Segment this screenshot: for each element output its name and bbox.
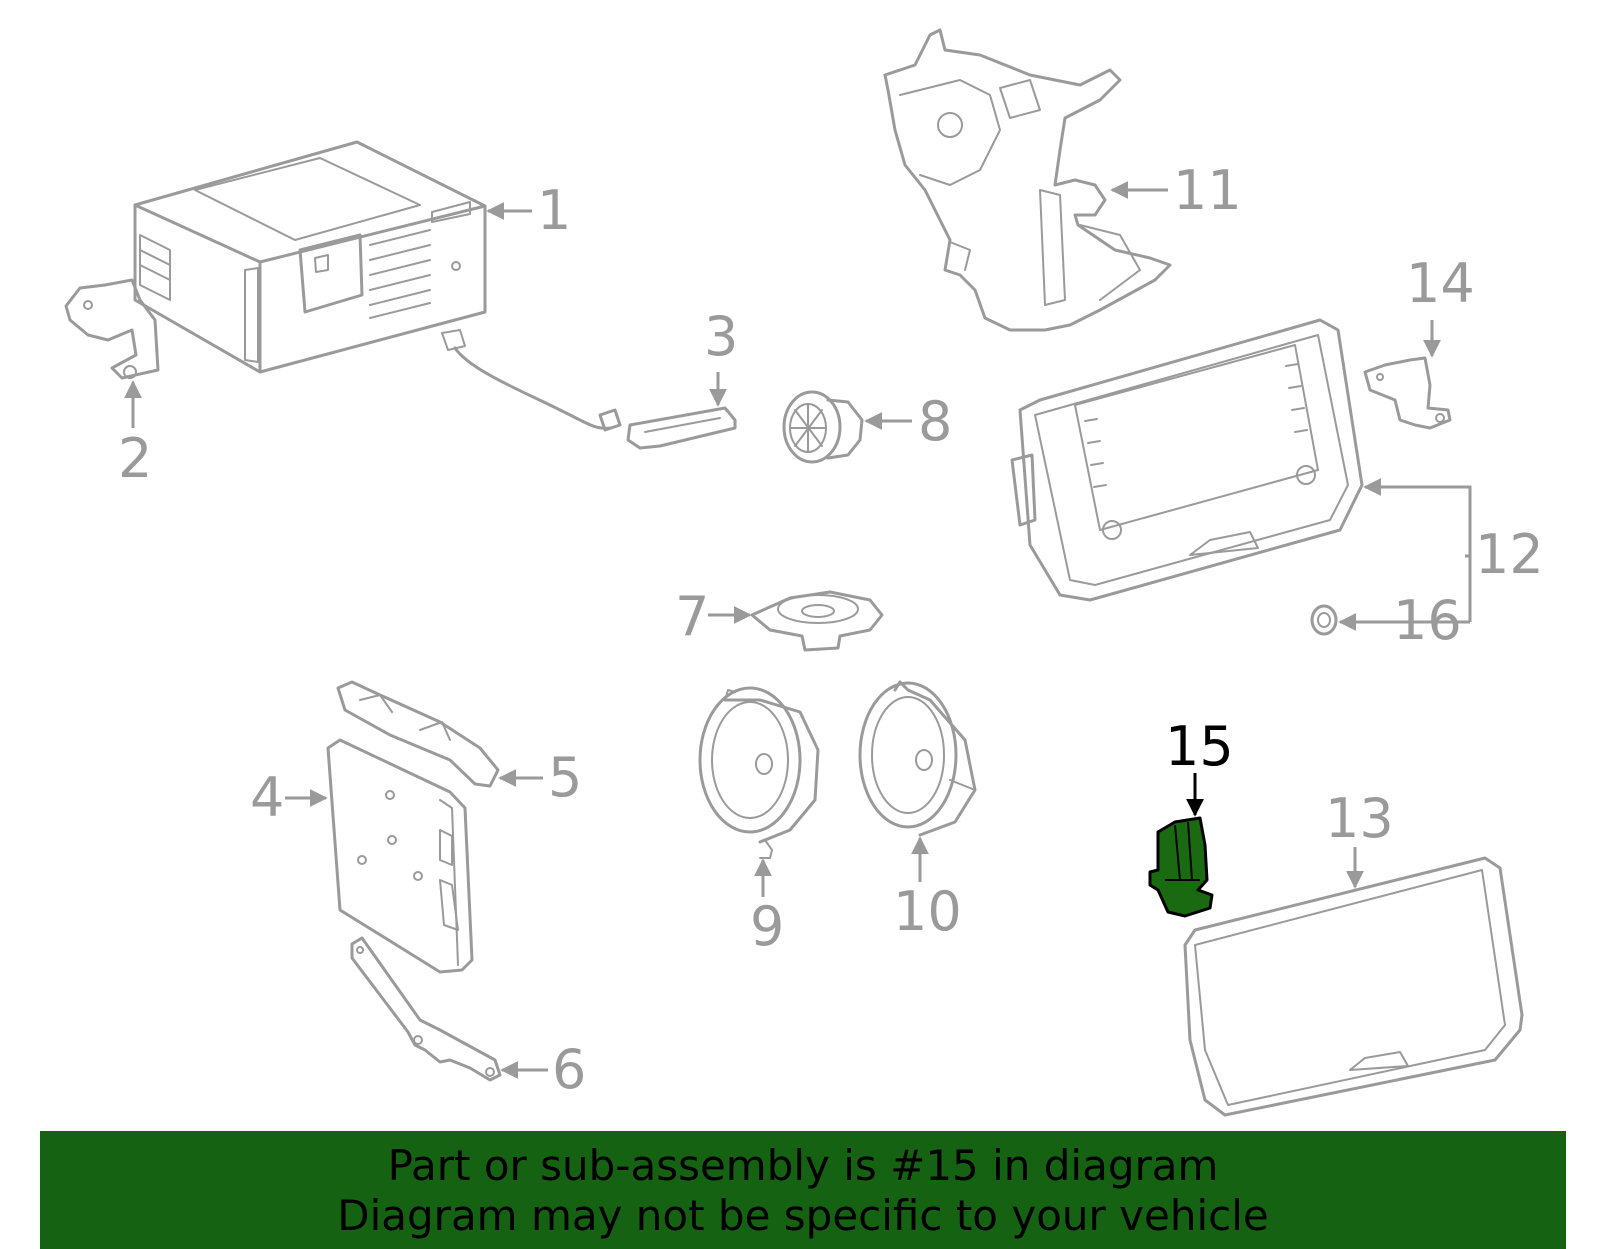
callout-7: 7 (675, 585, 709, 648)
leader-lines (124, 181, 1472, 1079)
part-10-speaker[interactable] (858, 680, 977, 837)
part-3-cable-module[interactable] (441, 329, 737, 450)
part-7-speaker[interactable] (750, 590, 884, 652)
part-12-display-unit[interactable] (1010, 318, 1364, 602)
part-14-bracket[interactable] (1363, 356, 1452, 430)
callout-15: 15 (1165, 715, 1234, 778)
callout-9: 9 (750, 895, 784, 958)
callout-12: 12 (1475, 523, 1544, 586)
callout-2: 2 (118, 427, 152, 490)
banner-line-1: Part or sub-assembly is #15 in diagram (387, 1141, 1219, 1190)
part-16-clip[interactable] (1310, 604, 1338, 636)
part-13-display-cover[interactable] (1183, 856, 1524, 1117)
callout-6: 6 (552, 1038, 586, 1101)
callout-5: 5 (548, 746, 582, 809)
part-6-strap-bracket[interactable] (350, 936, 502, 1082)
info-banner: Part or sub-assembly is #15 in diagram D… (40, 1131, 1566, 1249)
part-15-highlighted-bracket[interactable] (1148, 816, 1214, 918)
part-2-bracket[interactable] (64, 278, 160, 380)
part-4-module[interactable] (326, 738, 474, 974)
callout-4: 4 (250, 766, 284, 829)
part-1-receiver-unit[interactable] (133, 140, 487, 374)
callout-11: 11 (1173, 159, 1242, 222)
banner-line-2: Diagram may not be specific to your vehi… (337, 1191, 1269, 1240)
callout-10: 10 (893, 880, 962, 943)
callout-16: 16 (1393, 589, 1462, 652)
callout-1: 1 (537, 179, 571, 242)
part-5-mounting-strip[interactable] (336, 680, 500, 788)
part-9-speaker[interactable] (698, 686, 820, 859)
callout-3: 3 (704, 305, 738, 368)
callout-8: 8 (918, 390, 952, 453)
part-11-bracket-assembly[interactable] (883, 28, 1172, 332)
part-8-tweeter[interactable] (782, 390, 864, 464)
callout-labels: 1 2 3 8 11 14 12 16 7 9 10 5 4 6 13 15 (118, 159, 1544, 1101)
callout-14: 14 (1406, 252, 1475, 315)
callout-13: 13 (1325, 787, 1394, 850)
